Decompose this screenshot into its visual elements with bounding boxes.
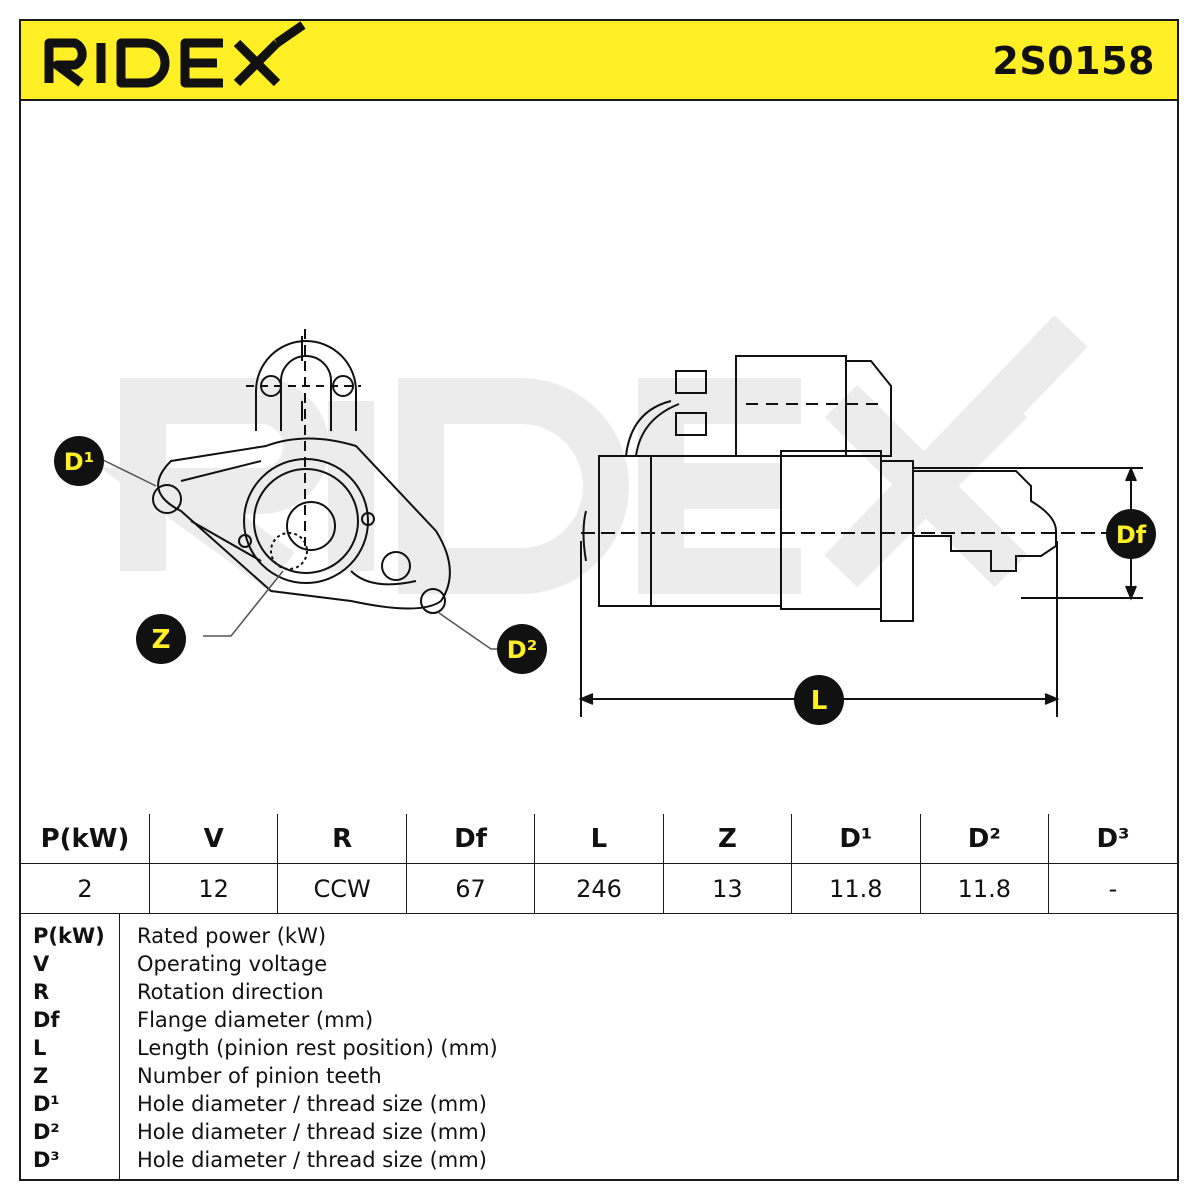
legend-key: D¹ xyxy=(33,1092,60,1116)
starter-front-view xyxy=(152,329,451,614)
legend-item: Df Flange diameter (mm) xyxy=(21,1008,1177,1036)
legend-desc: Hole diameter / thread size (mm) xyxy=(137,1092,487,1116)
spec-header: D³ xyxy=(1048,814,1177,864)
legend-item: P(kW) Rated power (kW) xyxy=(21,924,1177,952)
legend-item: D² Hole diameter / thread size (mm) xyxy=(21,1120,1177,1148)
legend-item: D¹ Hole diameter / thread size (mm) xyxy=(21,1092,1177,1120)
legend-item: D³ Hole diameter / thread size (mm) xyxy=(21,1148,1177,1176)
callout-df-label: Df xyxy=(1116,521,1147,549)
legend-desc: Operating voltage xyxy=(137,952,328,976)
spec-value: 67 xyxy=(405,863,536,914)
spec-header: Z xyxy=(662,814,793,864)
callout-z-label: Z xyxy=(152,625,171,655)
spec-value: 13 xyxy=(662,863,793,914)
spec-value: - xyxy=(1048,863,1177,914)
spec-value: CCW xyxy=(277,863,407,914)
technical-drawing: D¹ Z D² Df L xyxy=(54,315,1156,725)
legend-item: R Rotation direction xyxy=(21,980,1177,1008)
legend-divider xyxy=(119,914,120,1179)
spec-header: V xyxy=(148,814,279,864)
spec-header: D² xyxy=(919,814,1050,864)
callout-d2: D² xyxy=(497,624,547,674)
spec-header: Df xyxy=(405,814,536,864)
spec-header: D¹ xyxy=(791,814,921,864)
callout-d1-label: D¹ xyxy=(64,448,94,476)
legend-key: D² xyxy=(33,1120,60,1144)
spec-value: 2 xyxy=(21,863,150,914)
datasheet: 2S0158 xyxy=(19,19,1179,1181)
legend-item: Z Number of pinion teeth xyxy=(21,1064,1177,1092)
legend: P(kW) Rated power (kW) V Operating volta… xyxy=(21,914,1177,1179)
starter-side-view xyxy=(578,355,1143,717)
legend-item: V Operating voltage xyxy=(21,952,1177,980)
spec-header: P(kW) xyxy=(21,814,150,864)
callout-d1: D¹ xyxy=(54,436,104,486)
spec-table: P(kW) V R Df L Z D¹ D² D³ 2 12 CCW 67 24… xyxy=(21,814,1177,914)
legend-desc: Flange diameter (mm) xyxy=(137,1008,374,1032)
legend-desc: Length (pinion rest position) (mm) xyxy=(137,1036,498,1060)
legend-desc: Number of pinion teeth xyxy=(137,1064,382,1088)
legend-desc: Rated power (kW) xyxy=(137,924,327,948)
legend-key: R xyxy=(33,980,50,1004)
header-bar: 2S0158 xyxy=(21,21,1177,101)
spec-header: R xyxy=(277,814,407,864)
legend-key: Df xyxy=(33,1008,60,1032)
callout-z: Z xyxy=(136,614,186,664)
legend-item: L Length (pinion rest position) (mm) xyxy=(21,1036,1177,1064)
spec-value-row: 2 12 CCW 67 246 13 11.8 11.8 - xyxy=(21,863,1177,914)
legend-desc: Hole diameter / thread size (mm) xyxy=(137,1148,487,1172)
legend-desc: Hole diameter / thread size (mm) xyxy=(137,1120,487,1144)
callout-l-label: L xyxy=(811,686,828,716)
spec-value: 12 xyxy=(148,863,279,914)
legend-key: V xyxy=(33,952,50,976)
spec-value: 246 xyxy=(534,863,664,914)
legend-key: D³ xyxy=(33,1148,60,1172)
ridex-logo xyxy=(44,21,306,88)
callout-l: L xyxy=(794,675,844,725)
legend-key: P(kW) xyxy=(33,924,105,948)
callout-df: Df xyxy=(1106,509,1156,559)
spec-value: 11.8 xyxy=(919,863,1050,914)
part-number: 2S0158 xyxy=(992,39,1155,83)
spec-header-row: P(kW) V R Df L Z D¹ D² D³ xyxy=(21,814,1177,864)
legend-key: L xyxy=(33,1036,47,1060)
legend-desc: Rotation direction xyxy=(137,980,324,1004)
legend-key: Z xyxy=(33,1064,49,1088)
spec-header: L xyxy=(534,814,664,864)
spec-value: 11.8 xyxy=(791,863,921,914)
callout-d2-label: D² xyxy=(507,636,537,664)
